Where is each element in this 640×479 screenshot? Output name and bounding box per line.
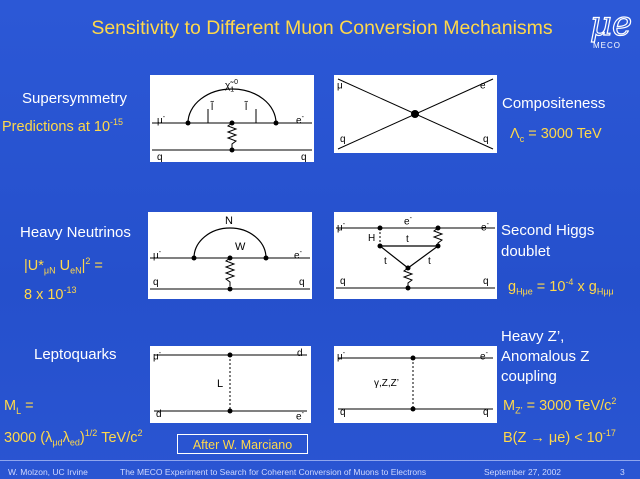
susy-prediction: Predictions at 10-15 bbox=[2, 117, 124, 135]
susy-diagram: μ- e- q q χ̃10 l̃ l̃ bbox=[150, 75, 314, 163]
higgs-t-left: t bbox=[384, 256, 387, 267]
lq-L: L bbox=[217, 378, 224, 390]
hn-mu: μ- bbox=[153, 249, 162, 262]
heavy-neutrinos-mixing: |U*μN UeN|2 = bbox=[24, 256, 103, 276]
susy-slepton-right: l̃ bbox=[245, 102, 248, 113]
meco-logo: μe bbox=[589, 3, 632, 44]
leptoquarks-label: Leptoquarks bbox=[34, 346, 117, 363]
zprime-diagram: μ- e- γ,Z,Z’ q q bbox=[334, 346, 497, 423]
higgs-coupling: gHμe = 10-4 x gHμμ bbox=[508, 277, 614, 297]
heavy-neutrinos-diagram: N W μ- e- q q bbox=[148, 212, 312, 299]
higgs-H: H bbox=[368, 233, 376, 244]
composite-mu: μ- bbox=[337, 79, 346, 92]
compositeness-scale: Λc = 3000 TeV bbox=[510, 126, 602, 144]
hn-N: N bbox=[225, 215, 233, 227]
logo-glyph: μe bbox=[590, 4, 632, 44]
zp-boson: γ,Z,Z’ bbox=[374, 378, 399, 389]
zprime-branching: B(Z → μe) < 10-17 bbox=[503, 428, 616, 446]
slide-title: Sensitivity to Different Muon Conversion… bbox=[91, 17, 553, 39]
zprime-label-2: Anomalous Z bbox=[501, 348, 590, 365]
composite-e: e- bbox=[480, 79, 488, 92]
zp-mu: μ- bbox=[337, 350, 346, 363]
zp-e: e- bbox=[480, 350, 488, 363]
footer-page: 3 bbox=[620, 467, 625, 477]
composite-diagram: μ- e- q q bbox=[334, 75, 497, 153]
lq-d-left: d bbox=[156, 409, 162, 420]
after-marciano-note: After W. Marciano bbox=[177, 434, 308, 454]
higgs-label-1: Second Higgs bbox=[501, 222, 595, 239]
leptoquark-formula: 3000 (λμdλed)1/2 TeV/c2 bbox=[4, 428, 143, 448]
higgs-diagram: μ- e- e- H t t t q q bbox=[334, 212, 497, 299]
footer-date: September 27, 2002 bbox=[484, 467, 562, 477]
logo-text: MECO bbox=[593, 41, 621, 50]
footer-divider bbox=[0, 460, 640, 461]
susy-q-right: q bbox=[301, 152, 307, 163]
footer-author: W. Molzon, UC Irvine bbox=[8, 467, 88, 477]
zprime-label-1: Heavy Z’, bbox=[501, 328, 565, 345]
higgs-q-left: q bbox=[340, 276, 346, 287]
composite-q-left: q bbox=[340, 134, 346, 145]
susy-e: e- bbox=[296, 114, 304, 127]
higgs-e-top: e- bbox=[404, 215, 412, 228]
leptoquark-mass: ML = bbox=[4, 398, 34, 416]
zprime-mass: MZ’ = 3000 TeV/c2 bbox=[503, 396, 617, 416]
higgs-q-right: q bbox=[483, 276, 489, 287]
lq-e: e- bbox=[296, 410, 304, 423]
zprime-label-3: coupling bbox=[501, 368, 557, 385]
hn-e: e- bbox=[294, 249, 302, 262]
heavy-neutrinos-value: 8 x 10-13 bbox=[24, 285, 77, 303]
heavy-neutrinos-label: Heavy Neutrinos bbox=[20, 224, 131, 241]
hn-q-left: q bbox=[153, 277, 159, 288]
leptoquark-diagram: μ- d d e- L bbox=[150, 346, 311, 423]
hn-W: W bbox=[235, 241, 246, 253]
lq-d-right: d bbox=[297, 348, 303, 359]
higgs-mu: μ- bbox=[337, 221, 346, 234]
higgs-t-top: t bbox=[406, 234, 409, 245]
susy-q-left: q bbox=[157, 152, 163, 163]
zp-q-left: q bbox=[340, 407, 346, 418]
lq-mu: μ- bbox=[153, 350, 162, 363]
composite-q-right: q bbox=[483, 134, 489, 145]
susy-mu: μ- bbox=[157, 114, 166, 127]
susy-label: Supersymmetry bbox=[22, 90, 128, 107]
susy-neutralino: χ̃10 bbox=[225, 79, 239, 94]
higgs-e: e- bbox=[481, 221, 489, 234]
footer-experiment: The MECO Experiment to Search for Cohere… bbox=[120, 467, 427, 477]
hn-q-right: q bbox=[299, 277, 305, 288]
compositeness-label: Compositeness bbox=[502, 95, 606, 112]
higgs-t-right: t bbox=[428, 256, 431, 267]
higgs-label-2: doublet bbox=[501, 243, 551, 260]
zp-q-right: q bbox=[483, 407, 489, 418]
susy-slepton-left: l̃ bbox=[211, 102, 214, 113]
